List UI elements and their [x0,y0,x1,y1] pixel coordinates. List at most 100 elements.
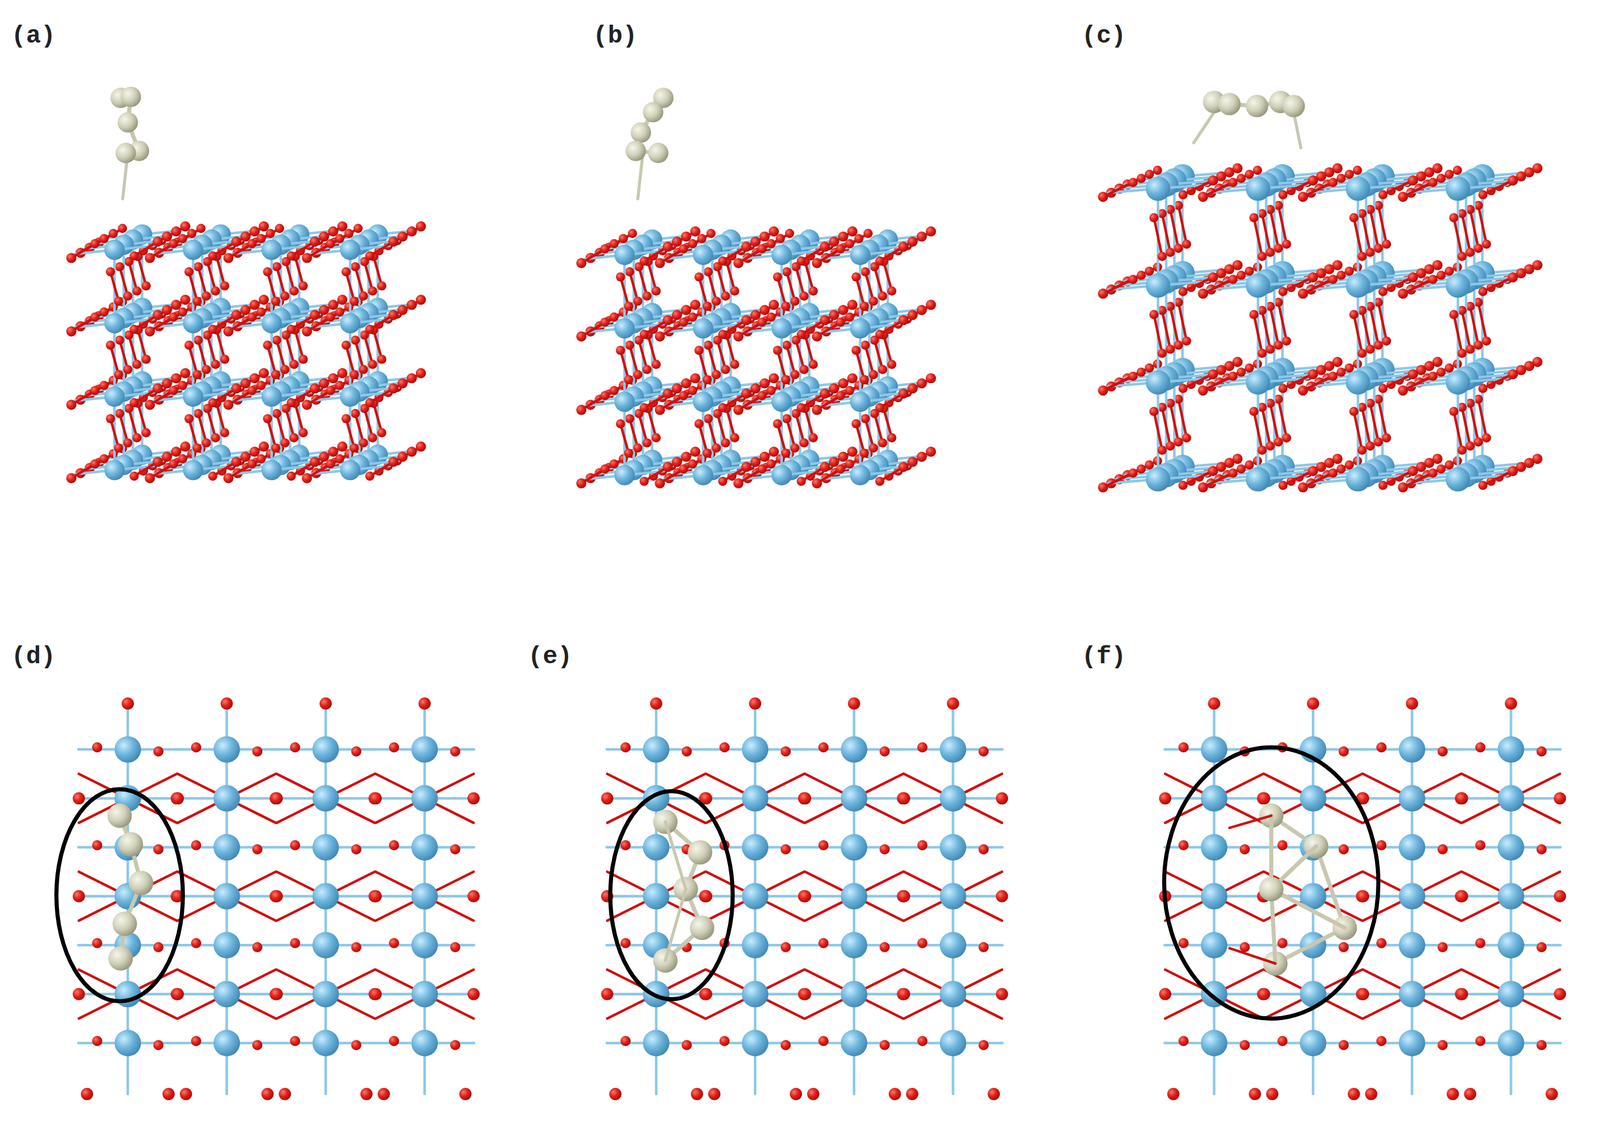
ti-atom [771,244,792,266]
o-atom [223,399,234,410]
o-atom [289,433,299,443]
o-atom [925,226,936,237]
bond [1162,407,1171,447]
o-atom [678,317,688,327]
o-atom [337,441,348,452]
o-atom [609,386,619,396]
ti-atom [614,318,635,339]
o-atom [1144,363,1154,373]
o-atom [180,368,191,379]
o-atom [105,414,115,424]
o-atom [1381,336,1391,346]
o-atom [609,239,619,249]
o-atom [662,241,673,252]
o-atom [898,241,909,252]
o-atom [272,409,282,419]
bond [1170,306,1179,346]
bond [1353,314,1363,354]
o-atom [730,359,740,369]
o-atom [258,368,270,379]
o-atom [1144,460,1154,470]
o-atom [123,291,133,301]
o-atom [180,294,191,305]
o-atom [187,229,197,239]
o-atom [690,446,701,457]
o-atom [144,399,155,410]
o-atom [757,244,767,254]
o-atom [1265,441,1275,451]
o-atom [694,272,704,282]
o-atom [1136,270,1146,280]
o-atom [258,441,270,452]
o-atom [415,441,426,452]
o-atom [702,375,712,385]
ti-atom [261,386,282,407]
o-atom [247,239,257,249]
ti-atom [771,465,792,486]
o-atom [925,446,936,457]
o-atom [837,451,848,462]
o-atom [680,304,691,315]
o-atom [286,325,296,335]
o-atom [406,226,417,237]
o-atom [178,307,188,317]
o-atom [240,304,251,315]
o-atom [309,456,320,467]
bond [1478,205,1487,245]
o-atom [365,325,375,335]
bond [1253,411,1263,451]
o-atom [845,312,855,322]
o-atom [836,464,846,474]
o-atom [878,438,888,448]
o-atom [847,373,858,384]
o-atom [223,252,234,263]
o-atom [318,378,329,389]
o-atom [860,340,870,350]
o-atom [201,438,211,448]
o-atom [170,446,182,457]
o-atom [828,456,839,467]
o-atom [271,370,281,380]
o-atom [782,414,792,424]
o-atom [785,229,795,239]
o-atom [642,438,652,448]
bond [1278,399,1287,439]
o-atom [207,398,217,408]
o-atom [720,364,730,374]
bond [1378,399,1388,439]
o-atom [368,359,378,369]
o-atom [1344,266,1354,276]
o-atom [875,403,885,413]
o-atom [1365,247,1375,257]
o-atom [358,364,368,374]
bond [1370,306,1379,346]
o-atom [123,438,133,448]
o-atom [318,451,329,462]
o-atom [878,291,888,301]
ti-atom [771,318,792,339]
o-atom [152,456,163,467]
o-atom [161,231,173,242]
o-atom [766,239,776,249]
o-atom [1136,367,1146,377]
o-atom [907,456,918,467]
o-atom [1181,336,1191,346]
o-atom [875,476,885,486]
o-atom [759,451,770,462]
o-atom [289,286,299,296]
o-atom [341,340,351,350]
o-atom [309,383,320,394]
o-atom [642,291,652,301]
o-atom [220,428,230,438]
o-atom [349,370,359,380]
o-atom [1174,437,1184,447]
o-atom [327,299,338,310]
o-atom [757,391,767,401]
o-atom [624,375,634,385]
o-atom [318,304,329,315]
bond [1378,302,1388,342]
o-atom [733,331,744,342]
o-atom [916,304,927,315]
o-atom [847,299,858,310]
